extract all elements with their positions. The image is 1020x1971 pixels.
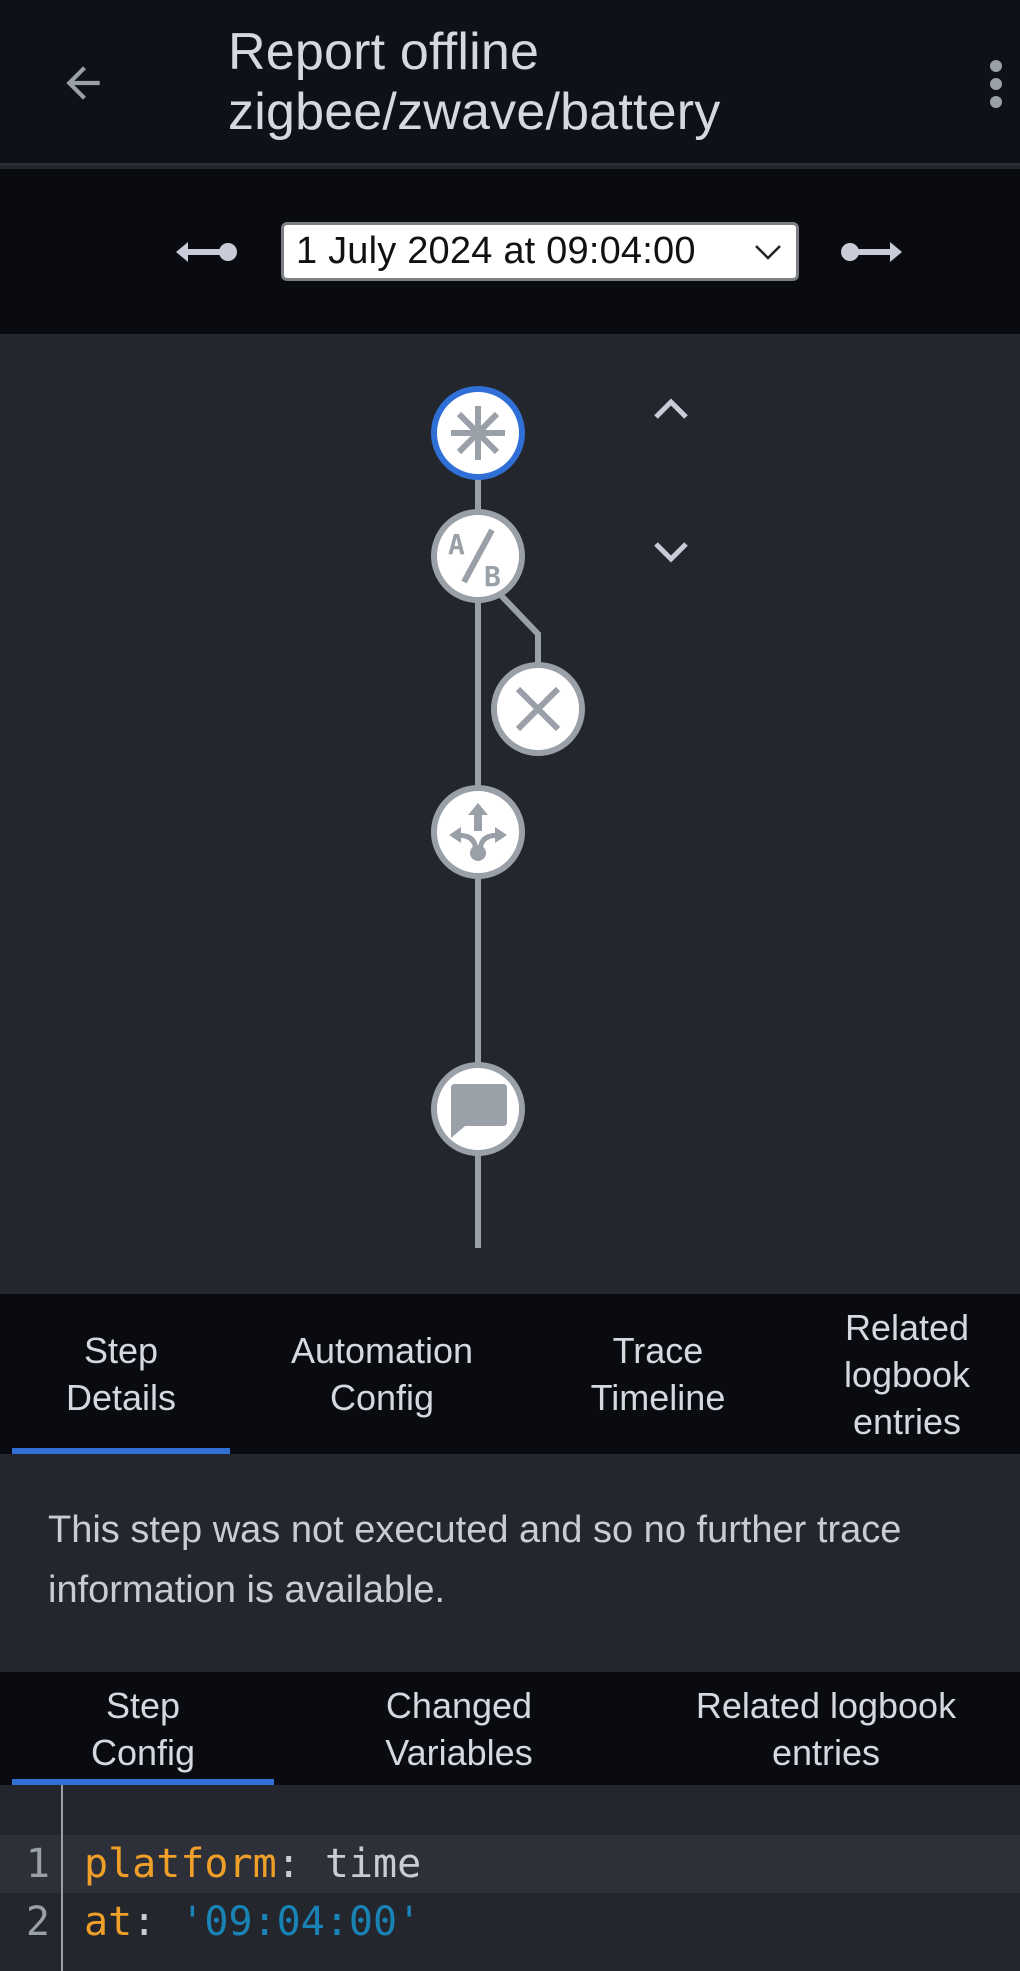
tab-label: Related logbook entries (695, 1684, 957, 1773)
code-line: 1 platform: time (0, 1835, 1020, 1893)
dot (990, 78, 1002, 90)
condition-failed-node[interactable] (491, 662, 585, 756)
page-title: Report offline zigbee/zwave/battery (228, 22, 721, 142)
yaml-string-value: '09:04:00' (180, 1899, 422, 1945)
tab-changed-variables[interactable]: Changed Variables (286, 1672, 632, 1785)
tab-label: Automation Config (290, 1330, 474, 1418)
condition-node[interactable]: A B (431, 509, 525, 603)
yaml-key: at (84, 1899, 133, 1945)
svg-text:B: B (484, 560, 501, 588)
step-details-panel: This step was not executed and so no fur… (0, 1454, 1020, 1672)
dot (990, 96, 1002, 108)
code-content: at: '09:04:00' (84, 1893, 421, 1951)
tab-related-logbook[interactable]: Related logbook entries (794, 1294, 1020, 1454)
tab-label: Related logbook entries (843, 1306, 971, 1442)
tab-trace-timeline[interactable]: Trace Timeline (522, 1294, 794, 1454)
code-line: 2 at: '09:04:00' (0, 1893, 1020, 1951)
chevron-down-icon (654, 542, 688, 563)
previous-step-button[interactable] (641, 384, 701, 434)
close-icon (515, 686, 561, 732)
step-sub-tabs: Step Config Changed Variables Related lo… (0, 1672, 1020, 1785)
overflow-menu-button[interactable] (976, 52, 1016, 116)
older-trace-button[interactable] (172, 232, 242, 272)
tab-label: Changed Variables (385, 1684, 533, 1773)
tab-step-details[interactable]: Step Details (0, 1294, 242, 1454)
trace-date-select[interactable]: 1 July 2024 at 09:04:00 (281, 222, 799, 281)
trace-graph: A B (0, 334, 1020, 1294)
graph-edge (475, 1154, 481, 1248)
yaml-value: time (324, 1841, 422, 1887)
title-line-2: zigbee/zwave/battery (228, 83, 721, 141)
active-tab-indicator (12, 1779, 274, 1785)
back-button[interactable] (52, 52, 114, 114)
chevron-up-icon (654, 398, 688, 419)
newer-trace-button[interactable] (836, 232, 906, 272)
call-split-icon (449, 803, 507, 861)
tab-label: Step Details (65, 1330, 177, 1418)
ray-start-arrow-right-icon (841, 242, 902, 262)
choose-node[interactable] (431, 785, 525, 879)
yaml-separator: : (276, 1841, 325, 1887)
code-content: platform: time (84, 1835, 421, 1893)
graph-edge (475, 472, 481, 512)
a-b-testing-icon: A B (448, 528, 501, 588)
title-line-1: Report offline (228, 23, 540, 81)
graph-branch-edge (491, 585, 541, 670)
next-step-button[interactable] (641, 527, 701, 577)
asterisk-icon (451, 406, 505, 460)
yaml-code-editor[interactable]: 1 platform: time 2 at: '09:04:00' (0, 1785, 1020, 1971)
not-executed-message: This step was not executed and so no fur… (48, 1509, 902, 1611)
message-icon (451, 1084, 507, 1138)
trace-tabs: Step Details Automation Config Trace Tim… (0, 1294, 1020, 1454)
tab-label: Step Config (90, 1684, 196, 1773)
yaml-key: platform (84, 1841, 277, 1887)
dot (990, 60, 1002, 72)
tab-automation-config[interactable]: Automation Config (242, 1294, 522, 1454)
selected-trace: 1 July 2024 at 09:04:00 (296, 230, 696, 272)
line-number: 2 (25, 1899, 50, 1945)
graph-edge (475, 878, 481, 1068)
tab-label: Trace Timeline (590, 1330, 726, 1418)
active-tab-indicator (12, 1448, 230, 1454)
svg-text:A: A (448, 528, 465, 561)
arrow-left-icon (66, 66, 100, 100)
tab-step-config[interactable]: Step Config (0, 1672, 286, 1785)
line-number: 1 (25, 1841, 50, 1887)
trigger-node[interactable] (431, 386, 525, 480)
tab-related-logbook-entries[interactable]: Related logbook entries (632, 1672, 1020, 1785)
graph-edge (475, 600, 481, 790)
ray-end-arrow-left-icon (176, 242, 237, 262)
top-app-bar: Report offline zigbee/zwave/battery (0, 0, 1020, 166)
chevron-down-icon (755, 244, 781, 260)
action-node[interactable] (431, 1062, 525, 1156)
editor-gutter (0, 1785, 63, 1971)
yaml-separator: : (132, 1899, 181, 1945)
